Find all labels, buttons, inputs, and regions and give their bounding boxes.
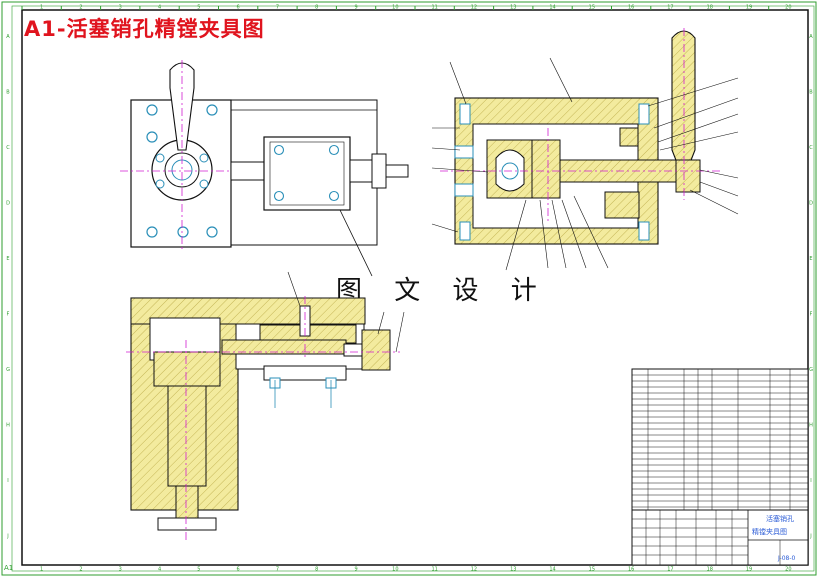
border-column-label: 18 [707,567,713,573]
border-row-label: A [809,34,813,40]
border-row-label: G [809,367,813,373]
title-block-name-line2: 精镗夹具图 [752,527,787,536]
border-column-label: 11 [431,567,437,573]
sheet-size-mark: A1 [4,564,13,572]
border-column-label: 7 [276,567,279,573]
side-section-view [126,271,405,540]
border-column-label: 8 [315,567,318,573]
border-row-label: I [810,478,811,484]
border-row-label: D [809,200,813,206]
border-column-label: 1 [40,5,43,11]
border-column-label: 20 [785,5,791,11]
border-column-label: 17 [667,567,673,573]
border-row-label: J [809,533,811,539]
border-row-label: A [6,34,10,40]
border-column-label: 19 [746,5,752,11]
border-row-label: B [6,89,10,95]
border-column-label: 19 [746,567,752,573]
border-column-label: 2 [79,5,82,11]
border-column-label: 2 [79,567,82,573]
border-row-label: I [7,478,8,484]
border-column-label: 15 [589,5,595,11]
border-column-label: 5 [197,5,200,11]
border-column-label: 13 [510,567,516,573]
border-row-label: C [6,145,10,151]
border-column-label: 4 [158,567,161,573]
front-view [120,60,409,277]
section-view [431,28,739,271]
border-zone-labels: 1122334455667788991010111112121313141415… [6,5,813,573]
border-row-label: B [809,89,813,95]
border-row-label: G [6,367,10,373]
border-column-label: 20 [785,567,791,573]
border-column-label: 5 [197,567,200,573]
drawing-caption: 图 文 设 计 [336,276,549,306]
border-column-label: 9 [354,567,357,573]
drawing-title: A1-活塞销孔精镗夹具图 [24,17,265,41]
border-column-label: 8 [315,5,318,11]
border-column-label: 3 [119,5,122,11]
border-column-label: 6 [237,5,240,11]
border-column-label: 6 [237,567,240,573]
border-row-label: J [6,533,8,539]
border-row-label: D [6,200,10,206]
border-column-label: 15 [589,567,595,573]
border-column-label: 13 [510,5,516,11]
border-column-label: 16 [628,567,634,573]
border-row-label: E [809,256,812,262]
border-column-label: 10 [392,5,398,11]
border-column-label: 17 [667,5,673,11]
border-column-label: 12 [471,567,477,573]
title-block-drawing-number: J-08-0 [777,555,796,562]
border-column-label: 14 [549,567,555,573]
border-column-label: 7 [276,5,279,11]
border-row-label: F [810,311,813,317]
border-row-label: C [809,145,813,151]
border-row-label: F [7,311,10,317]
title-block-name-line1: 活塞销孔 [766,514,794,523]
title-block: 活塞销孔 精镗夹具图 J-08-0 [631,368,809,566]
border-column-label: 1 [40,567,43,573]
border-column-label: 10 [392,567,398,573]
border-row-label: E [6,256,9,262]
border-column-label: 9 [354,5,357,11]
border-row-label: H [6,422,10,428]
border-column-label: 11 [431,5,437,11]
border-column-label: 3 [119,567,122,573]
border-column-label: 18 [707,5,713,11]
border-column-label: 16 [628,5,634,11]
border-column-label: 4 [158,5,161,11]
border-column-label: 12 [471,5,477,11]
border-row-label: H [809,422,813,428]
border-column-label: 14 [549,5,555,11]
